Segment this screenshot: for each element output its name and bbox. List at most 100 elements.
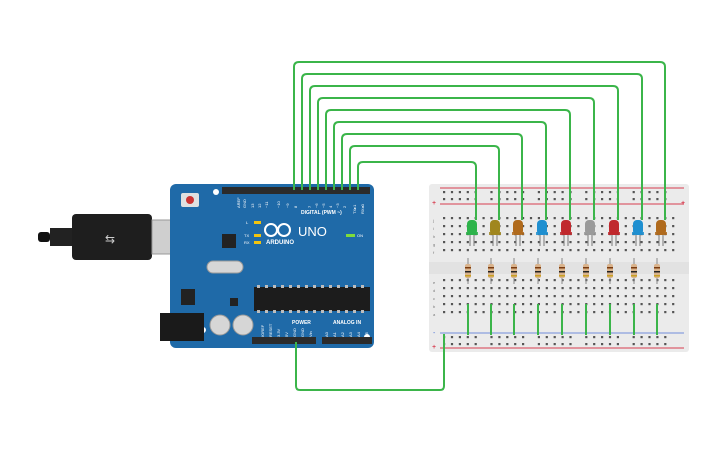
row-letter: a	[433, 312, 436, 317]
row-letter: j	[432, 218, 434, 223]
breadboard-row-letters: j i h g f e d c b a	[432, 218, 436, 317]
chip-pin	[345, 310, 348, 313]
model-name: UNO	[298, 224, 327, 239]
led-flange	[466, 232, 478, 235]
breadboard-hole	[569, 249, 572, 252]
breadboard-hole	[514, 279, 517, 282]
resistor-band	[488, 275, 494, 277]
breadboard-hole	[569, 287, 572, 290]
digital-pin-3-label: ~3	[335, 203, 340, 208]
breadboard-hole	[482, 233, 485, 236]
breadboard-hole	[616, 241, 619, 244]
led	[561, 220, 571, 235]
chip-pin	[329, 310, 332, 313]
rail-hole	[522, 343, 525, 346]
breadboard-hole	[450, 295, 454, 298]
crystal-oscillator	[206, 260, 244, 274]
breadboard-hole	[482, 241, 485, 244]
rail-hole	[545, 336, 548, 339]
led-flange	[512, 232, 524, 235]
breadboard[interactable]: + + - + j i h g f e d c b a	[429, 184, 689, 352]
rail-hole	[450, 198, 454, 201]
breadboard-hole	[537, 295, 540, 298]
rail-hole	[458, 343, 461, 346]
breadboard-hole	[458, 303, 461, 306]
breadboard-hole	[466, 217, 469, 220]
breadboard-hole	[474, 241, 477, 244]
breadboard-hole	[537, 217, 540, 220]
reset-button-cap[interactable]	[186, 196, 194, 204]
rail-hole	[561, 336, 564, 339]
rail-hole	[522, 198, 525, 201]
chip-pin	[305, 285, 308, 288]
breadboard-hole	[553, 225, 556, 228]
breadboard-hole	[553, 279, 556, 282]
breadboard-hole	[466, 249, 469, 252]
breadboard-hole	[482, 217, 485, 220]
breadboard-hole	[545, 249, 548, 252]
capacitor	[232, 314, 254, 336]
rail-hole	[443, 198, 446, 201]
rail-hole	[569, 336, 572, 339]
power-pin-label: Vin	[308, 331, 313, 337]
signal-wire	[349, 145, 500, 220]
breadboard-hole	[640, 295, 643, 298]
breadboard-hole	[545, 241, 548, 244]
breadboard-hole	[537, 287, 540, 290]
breadboard-hole	[577, 249, 580, 252]
breadboard-hole	[577, 303, 580, 306]
breadboard-hole	[672, 303, 675, 306]
breadboard-hole	[498, 241, 501, 244]
breadboard-hole	[632, 217, 635, 220]
breadboard-hole	[443, 233, 446, 236]
breadboard-hole	[624, 225, 627, 228]
voltage-regulator	[181, 289, 195, 305]
breadboard-hole	[466, 241, 469, 244]
breadboard-hole	[656, 287, 659, 290]
breadboard-hole	[506, 233, 509, 236]
breadboard-hole	[616, 249, 619, 252]
chip-pin	[289, 285, 292, 288]
digital-header	[222, 187, 370, 194]
breadboard-hole	[640, 303, 643, 306]
breadboard-hole	[490, 217, 493, 220]
arduino-infinity-logo-icon	[264, 223, 291, 237]
signal-wire	[333, 121, 547, 220]
resistor-band	[583, 275, 589, 277]
breadboard-hole	[585, 241, 588, 244]
breadboard-hole	[640, 249, 643, 252]
breadboard-hole	[601, 287, 604, 290]
breadboard-hole	[585, 295, 588, 298]
rail-hole	[458, 198, 461, 201]
breadboard-hole	[624, 217, 627, 220]
small-chip	[230, 298, 238, 306]
breadboard-hole	[458, 233, 461, 236]
breadboard-hole	[443, 241, 446, 244]
breadboard-hole	[529, 295, 533, 298]
breadboard-hole	[601, 241, 604, 244]
breadboard-hole	[514, 249, 517, 252]
atmega-chip-pins	[257, 285, 364, 313]
breadboard-hole	[577, 241, 580, 244]
digital-pin-8-label: 8	[293, 205, 298, 208]
breadboard-hole	[656, 295, 659, 298]
arduino-uno-board[interactable]: AREF GND 13 12 ~11 ~10 ~9 8 7 ~6 ~5 4 ~3…	[160, 184, 374, 348]
breadboard-hole	[664, 303, 667, 306]
rail-hole	[466, 191, 469, 194]
breadboard-hole	[450, 287, 454, 290]
chip-pin	[297, 285, 300, 288]
breadboard-hole	[624, 241, 627, 244]
digital-pin-11-label: ~11	[264, 201, 269, 208]
rail-hole	[656, 198, 659, 201]
breadboard-hole	[474, 303, 477, 306]
led	[537, 220, 547, 235]
breadboard-hole	[648, 225, 651, 228]
breadboard-hole	[545, 279, 548, 282]
breadboard-hole	[482, 311, 485, 314]
led	[656, 220, 666, 235]
breadboard-hole	[672, 295, 675, 298]
signal-wire	[309, 85, 619, 220]
resistor-band	[654, 275, 660, 277]
breadboard-hole	[648, 241, 651, 244]
breadboard-hole	[450, 225, 454, 228]
